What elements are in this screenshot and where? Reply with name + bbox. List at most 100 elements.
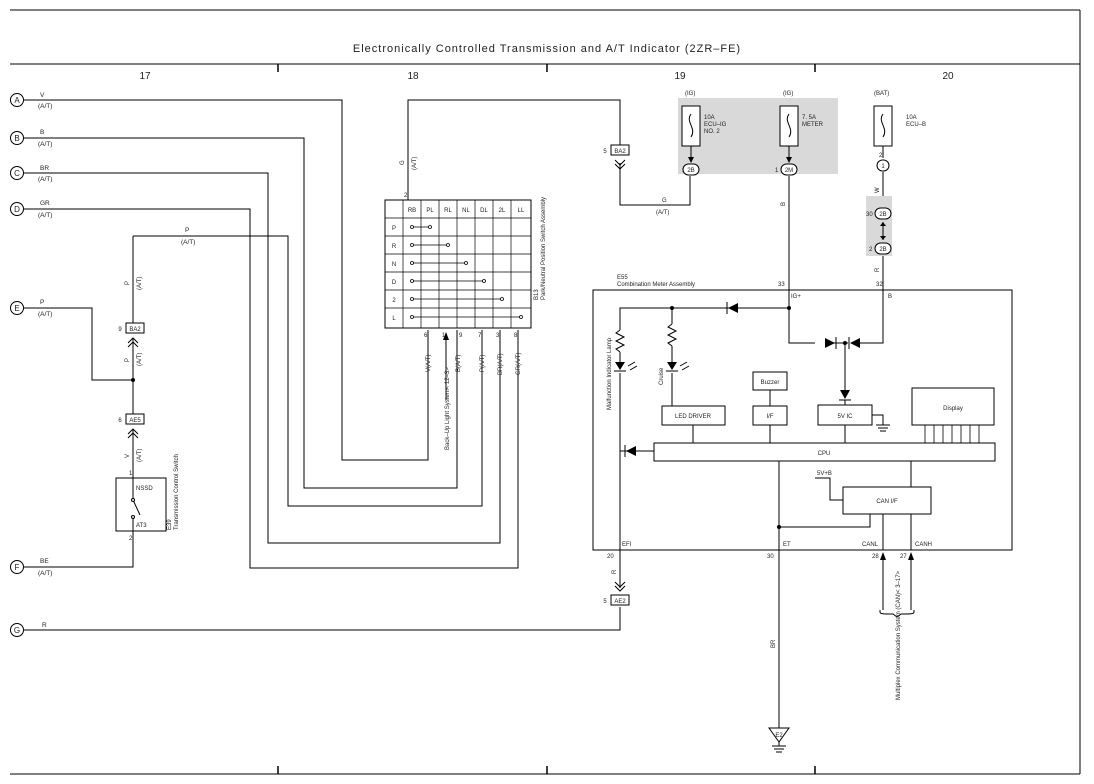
column-header: RL — [444, 208, 452, 214]
row-header: R — [392, 244, 397, 250]
pin-number: 2 — [129, 536, 133, 542]
fuse-boxes: (IG) 10A ECU–IG NO. 2 19 (IG) 7. 5A METE… — [678, 91, 926, 272]
svg-text:GR: GR — [40, 200, 50, 207]
b13-switch: G (A/T) 2 RB PL RL NL DL 2L LL P — [384, 157, 547, 450]
svg-text:Cruise: Cruise — [659, 367, 665, 385]
svg-text:2: 2 — [869, 247, 873, 253]
svg-text:(A/T): (A/T) — [137, 353, 143, 366]
ba2-junction-19: BA2 5 G (A/T) — [603, 144, 669, 216]
svg-text:CAN I/F: CAN I/F — [876, 499, 898, 505]
pin-number: 7 — [478, 333, 482, 339]
svg-text:2M: 2M — [785, 168, 793, 174]
svg-text:1: 1 — [775, 168, 779, 174]
svg-text:BR: BR — [40, 165, 49, 172]
svg-text:NO. 2: NO. 2 — [704, 129, 720, 135]
svg-text:G: G — [400, 160, 406, 165]
svg-text:EFI: EFI — [622, 542, 632, 548]
component-code: B13 — [534, 289, 540, 300]
junction-label: BA2 — [129, 327, 141, 333]
frame — [10, 9, 1081, 775]
connector-letter: G — [14, 626, 20, 635]
component-name: Park/Neutral Position Switch Assembly — [541, 197, 547, 300]
pin-number: 3 — [496, 333, 500, 339]
svg-text:BE: BE — [40, 558, 49, 565]
svg-text:2: 2 — [879, 153, 883, 159]
svg-text:(IG): (IG) — [685, 91, 695, 97]
svg-text:Buzzer: Buzzer — [761, 380, 780, 386]
svg-text:P: P — [125, 281, 131, 285]
junction-pin: 9 — [118, 327, 122, 333]
junction-pin: 6 — [118, 418, 122, 424]
pin-number: 1 — [442, 333, 446, 339]
column-header: RB — [408, 208, 416, 214]
switch-contact-label: NSSD — [136, 486, 153, 492]
svg-text:CANH: CANH — [915, 542, 932, 548]
svg-text:(A/T): (A/T) — [137, 277, 143, 290]
svg-text:ECU–B: ECU–B — [906, 122, 926, 128]
column-number: 20 — [942, 71, 954, 82]
svg-text:CPU: CPU — [818, 451, 831, 457]
svg-text:Display: Display — [943, 406, 963, 412]
svg-text:10A: 10A — [906, 115, 917, 121]
pin-number: 6 — [424, 333, 428, 339]
cross-reference: Multiplex Communication System (CAN)< 3–… — [896, 570, 902, 700]
svg-text:METER: METER — [802, 122, 824, 128]
svg-text:(A/T): (A/T) — [656, 210, 669, 216]
column-header: PL — [426, 208, 434, 214]
svg-text:(A/T): (A/T) — [412, 157, 418, 170]
svg-text:(IG): (IG) — [783, 91, 793, 97]
connector-letter: B — [14, 134, 19, 143]
column-header: NL — [462, 208, 470, 214]
svg-text:(BAT): (BAT) — [874, 91, 889, 97]
pin-number: 2 — [404, 193, 408, 199]
component-code: E55 — [617, 275, 628, 281]
component-code: E39 — [167, 519, 173, 530]
svg-text:33: 33 — [778, 282, 785, 288]
pin-number: 9 — [459, 333, 463, 339]
svg-text:(A/T): (A/T) — [38, 311, 52, 318]
column-number: 17 — [139, 71, 151, 82]
svg-text:B: B — [888, 294, 892, 300]
svg-text:(A/T): (A/T) — [38, 570, 52, 577]
connector-letter: E — [14, 304, 19, 313]
svg-text:B: B — [40, 129, 44, 136]
connector-letter: A — [14, 96, 20, 105]
connector-letter: D — [14, 205, 20, 214]
svg-text:V(A/T): V(A/T) — [426, 355, 432, 372]
row-header: L — [392, 316, 396, 322]
svg-text:AE2: AE2 — [614, 599, 626, 605]
svg-text:P: P — [40, 299, 44, 306]
connector-letter: C — [14, 169, 20, 178]
diagram-title: Electronically Controlled Transmission a… — [353, 43, 741, 55]
svg-text:5V IC: 5V IC — [837, 414, 853, 420]
svg-text:P: P — [125, 358, 131, 362]
left-wire-labels: V (A/T) B (A/T) BR (A/T) GR (A/T) P (A/T… — [38, 92, 195, 629]
svg-text:V: V — [40, 92, 45, 99]
column-ticks — [277, 64, 816, 774]
row-header: P — [392, 226, 396, 232]
svg-text:BR(A/T): BR(A/T) — [498, 353, 504, 375]
connector-markers: A B C D E F G — [10, 93, 24, 637]
svg-text:W: W — [875, 187, 881, 193]
svg-text:B(A/T): B(A/T) — [456, 355, 462, 372]
svg-text:P: P — [185, 227, 189, 234]
svg-text:G: G — [662, 198, 667, 204]
row-header: D — [392, 280, 397, 286]
pin-number: 1 — [129, 471, 133, 477]
e55-combination-meter: E55 Combination Meter Assembly 33 32 IG+… — [592, 275, 1013, 560]
column-number: 18 — [407, 71, 419, 82]
svg-text:BR: BR — [771, 639, 777, 648]
svg-text:2B: 2B — [879, 247, 886, 253]
svg-text:2B: 2B — [879, 212, 886, 218]
svg-text:Malfunction Indicator Lamp: Malfunction Indicator Lamp — [607, 337, 613, 410]
pin-number: 8 — [514, 333, 518, 339]
svg-text:ECU–IG: ECU–IG — [704, 122, 727, 128]
junction-label: AE5 — [129, 418, 141, 424]
svg-text:GR(A/T): GR(A/T) — [516, 353, 522, 375]
svg-text:E2: E2 — [775, 733, 783, 739]
svg-text:28: 28 — [872, 554, 879, 560]
svg-text:CANL: CANL — [862, 542, 879, 548]
svg-text:I/F: I/F — [767, 414, 774, 420]
svg-text:5V+B: 5V+B — [817, 471, 832, 477]
